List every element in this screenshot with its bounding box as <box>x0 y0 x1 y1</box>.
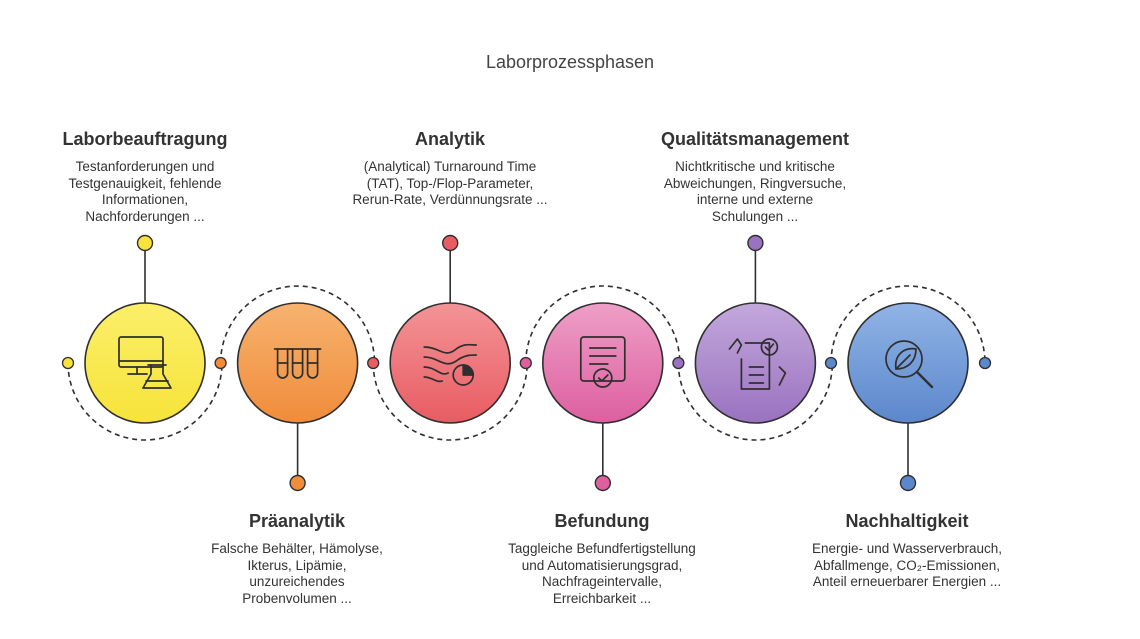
connector-arc <box>525 285 681 364</box>
pin-dot <box>747 234 764 252</box>
stage-nodes <box>61 234 992 492</box>
certificate-check-icon <box>579 336 626 388</box>
stage-title-praeanalytik: Präanalytik <box>248 511 346 531</box>
stage-description-praeanalytik: Falsche Behälter, Hämolyse,Ikterus, Lipä… <box>211 541 383 606</box>
stage-title-qualitaetsmanagement: Qualitätsmanagement <box>660 129 850 149</box>
pin-dot <box>136 234 154 252</box>
connector-arc <box>67 362 223 441</box>
stage-circle <box>84 302 206 424</box>
pin-dot <box>442 234 459 252</box>
stage-circle <box>847 302 969 424</box>
pin-dot <box>289 474 306 492</box>
data-flow-chart-icon <box>423 343 478 386</box>
stage-title-nachhaltigkeit: Nachhaltigkeit <box>845 511 969 531</box>
stage-circle <box>541 302 664 424</box>
junction-dot <box>519 356 532 370</box>
pin-dot <box>594 474 611 492</box>
stage-circle <box>694 302 817 424</box>
junction-dot <box>214 356 227 370</box>
stage-description-nachhaltigkeit: Energie- und Wasserverbrauch,Abfallmenge… <box>811 541 1003 589</box>
junction-dot <box>978 356 992 370</box>
diagram-title: Laborprozessphasen <box>485 52 655 72</box>
junction-dot <box>61 356 75 370</box>
pin-dot <box>899 474 917 492</box>
computer-flask-icon <box>118 336 172 389</box>
checklist-hand-icon <box>728 338 787 390</box>
connector-arc <box>219 285 376 364</box>
stage-title-laborbeauftragung: Laborbeauftragung <box>62 129 228 149</box>
junction-dot <box>367 356 380 370</box>
stage-title-analytik: Analytik <box>414 129 486 149</box>
junction-dot <box>824 356 838 370</box>
connector-arc <box>830 285 986 364</box>
leaf-magnifier-icon <box>885 340 934 389</box>
stage-title-befundung: Befundung <box>554 511 650 531</box>
dashed-connector-arcs <box>67 285 986 441</box>
connector-arc <box>677 362 834 441</box>
junction-dot <box>672 356 685 370</box>
connector-arc <box>372 362 528 441</box>
stage-description-analytik: (Analytical) Turnaround Time(TAT), Top-/… <box>352 159 548 207</box>
test-tubes-icon <box>273 348 322 379</box>
